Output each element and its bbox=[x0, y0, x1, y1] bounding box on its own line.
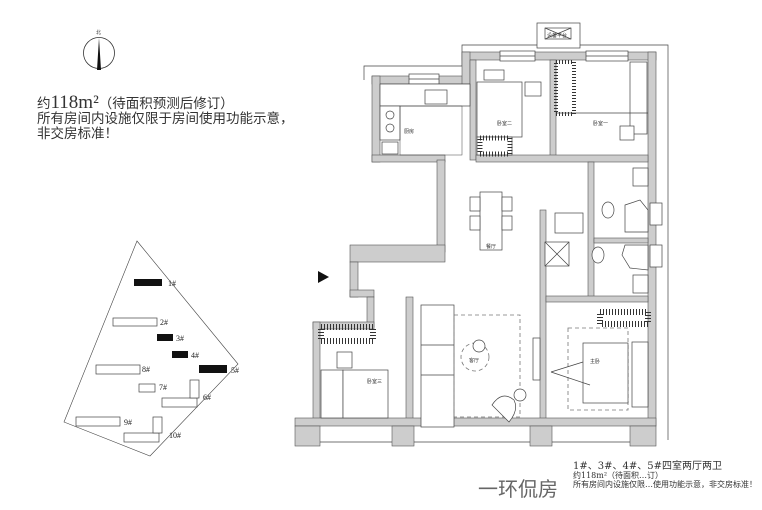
svg-text:9#: 9# bbox=[124, 418, 132, 427]
svg-text:8#: 8# bbox=[142, 365, 150, 374]
bedroom2-furniture bbox=[476, 69, 542, 157]
room-label-master: 主卧 bbox=[590, 358, 600, 365]
building-1: 1# bbox=[134, 279, 176, 288]
compass-icon: 北 bbox=[83, 29, 115, 70]
room-label-dining: 餐厅 bbox=[486, 243, 496, 250]
note-prefix: 约 bbox=[37, 96, 51, 112]
caption-line1: 1#、3#、4#、5#四室两厅两卫 bbox=[573, 461, 722, 472]
bedroom1-furniture bbox=[554, 60, 648, 141]
building-7: 7# bbox=[138, 383, 167, 393]
building-4: 4# bbox=[172, 351, 199, 360]
svg-text:6#: 6# bbox=[203, 393, 211, 402]
dining-table bbox=[469, 191, 513, 251]
svg-text:5#: 5# bbox=[231, 366, 239, 375]
svg-text:7#: 7# bbox=[159, 383, 167, 392]
room-label-bedroom2: 卧室二 bbox=[497, 120, 512, 127]
svg-text:2#: 2# bbox=[160, 318, 168, 327]
site-plan: 1# 2# 3# 4# 5# 6# 7# 8# 9# 10# bbox=[63, 240, 239, 457]
room-label-living: 客厅 bbox=[469, 357, 479, 364]
living-furniture bbox=[420, 304, 541, 428]
unit-note: 约118m²（待面积预测后修订） 所有房间内设施仅限于房间使用功能示意， 非交房… bbox=[37, 92, 294, 142]
note-line2: 所有房间内设施仅限于房间使用功能示意， bbox=[37, 111, 294, 127]
room-label-bedroom1: 卧室一 bbox=[593, 120, 608, 127]
svg-text:10#: 10# bbox=[169, 431, 181, 440]
svg-text:1#: 1# bbox=[168, 279, 176, 288]
building-10: 10# bbox=[123, 416, 181, 443]
svg-text:4#: 4# bbox=[191, 351, 199, 360]
building-2: 2# bbox=[112, 317, 168, 327]
note-line3: 非交房标准！ bbox=[37, 126, 118, 142]
bedroom3-furniture bbox=[318, 324, 389, 419]
caption-line2: 约118m²（待面积…订） bbox=[573, 471, 664, 480]
watermark: 一环侃房 bbox=[478, 477, 558, 501]
caption-line3: 所有房间内设施仅限…使用功能示意，非交房标准！ bbox=[573, 480, 757, 489]
bathroom-fixtures bbox=[544, 167, 649, 294]
unit-area: 118m² bbox=[50, 92, 99, 113]
svg-text:设备平台: 设备平台 bbox=[547, 32, 567, 39]
kitchen-fixtures bbox=[379, 83, 471, 156]
windows bbox=[320, 50, 663, 443]
building-6: 6# bbox=[161, 379, 211, 408]
area-note: （待面积预测后修订） bbox=[98, 96, 234, 112]
master-furniture bbox=[550, 309, 651, 411]
svg-text:3#: 3# bbox=[176, 334, 184, 343]
building-9: 9# bbox=[75, 416, 132, 427]
unit-caption: 1#、3#、4#、5#四室两厅两卫 约118m²（待面积…订） 所有房间内设施仅… bbox=[573, 461, 757, 490]
equipment-platform: 设备平台 bbox=[536, 22, 581, 49]
building-3: 3# bbox=[157, 334, 184, 343]
room-label-kitchen: 厨房 bbox=[404, 128, 414, 135]
building-5: 5# bbox=[199, 365, 239, 375]
entrance-arrow-icon bbox=[318, 271, 329, 283]
building-8: 8# bbox=[95, 364, 150, 375]
north-label: 北 bbox=[96, 29, 101, 36]
walls bbox=[294, 51, 657, 447]
room-label-bedroom3: 卧室三 bbox=[367, 378, 382, 385]
